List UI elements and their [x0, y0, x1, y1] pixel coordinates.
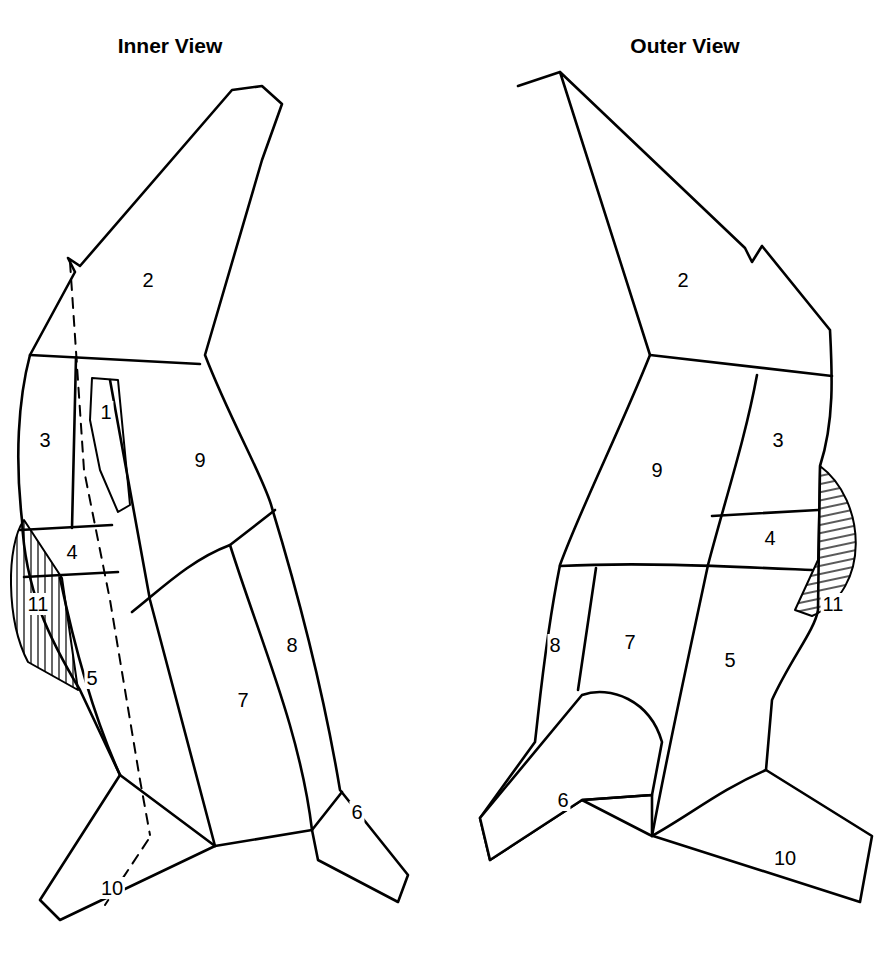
callout-number: 9	[192, 449, 207, 471]
callout-number: 11	[821, 593, 846, 615]
view-title: Inner View	[116, 34, 225, 57]
view-title: Outer View	[628, 34, 741, 57]
cut-line	[560, 510, 818, 570]
fat-region	[795, 466, 856, 616]
cut-piece	[90, 378, 130, 512]
callout-number: 8	[547, 634, 562, 656]
cut-line	[652, 565, 708, 836]
callout-number: 6	[349, 801, 364, 823]
cut-line	[312, 792, 342, 830]
callout-number: 4	[64, 541, 79, 563]
callout-number: 5	[84, 667, 99, 689]
callout-number: 10	[99, 877, 125, 899]
cut-line	[650, 355, 832, 376]
cut-line	[30, 355, 200, 364]
callout-number: 4	[762, 527, 777, 549]
cut-line	[652, 770, 766, 836]
callout-number: 7	[622, 631, 637, 653]
callout-number: 2	[675, 269, 690, 291]
callout-number: 3	[37, 429, 52, 451]
callout-number: 2	[140, 269, 155, 291]
callout-number: 10	[772, 847, 798, 869]
carcass-outline	[480, 72, 872, 902]
cut-line	[110, 380, 215, 846]
callout-number: 6	[555, 789, 570, 811]
carcass-outline	[18, 86, 408, 920]
callout-number: 3	[770, 429, 785, 451]
callout-number: 9	[649, 459, 664, 481]
cut-line	[708, 375, 757, 565]
cut-line	[132, 510, 275, 612]
cut-line	[120, 775, 215, 846]
cut-piece	[480, 692, 662, 860]
cut-line	[72, 357, 76, 528]
callout-number: 11	[26, 593, 51, 615]
cut-line	[230, 545, 312, 830]
cut-line	[582, 795, 652, 836]
callout-number: 8	[284, 634, 299, 656]
bone-dashed-line	[70, 262, 150, 905]
callout-number: 5	[722, 649, 737, 671]
callout-number: 7	[235, 689, 250, 711]
callout-number: 1	[98, 401, 113, 423]
cut-line	[578, 568, 596, 690]
